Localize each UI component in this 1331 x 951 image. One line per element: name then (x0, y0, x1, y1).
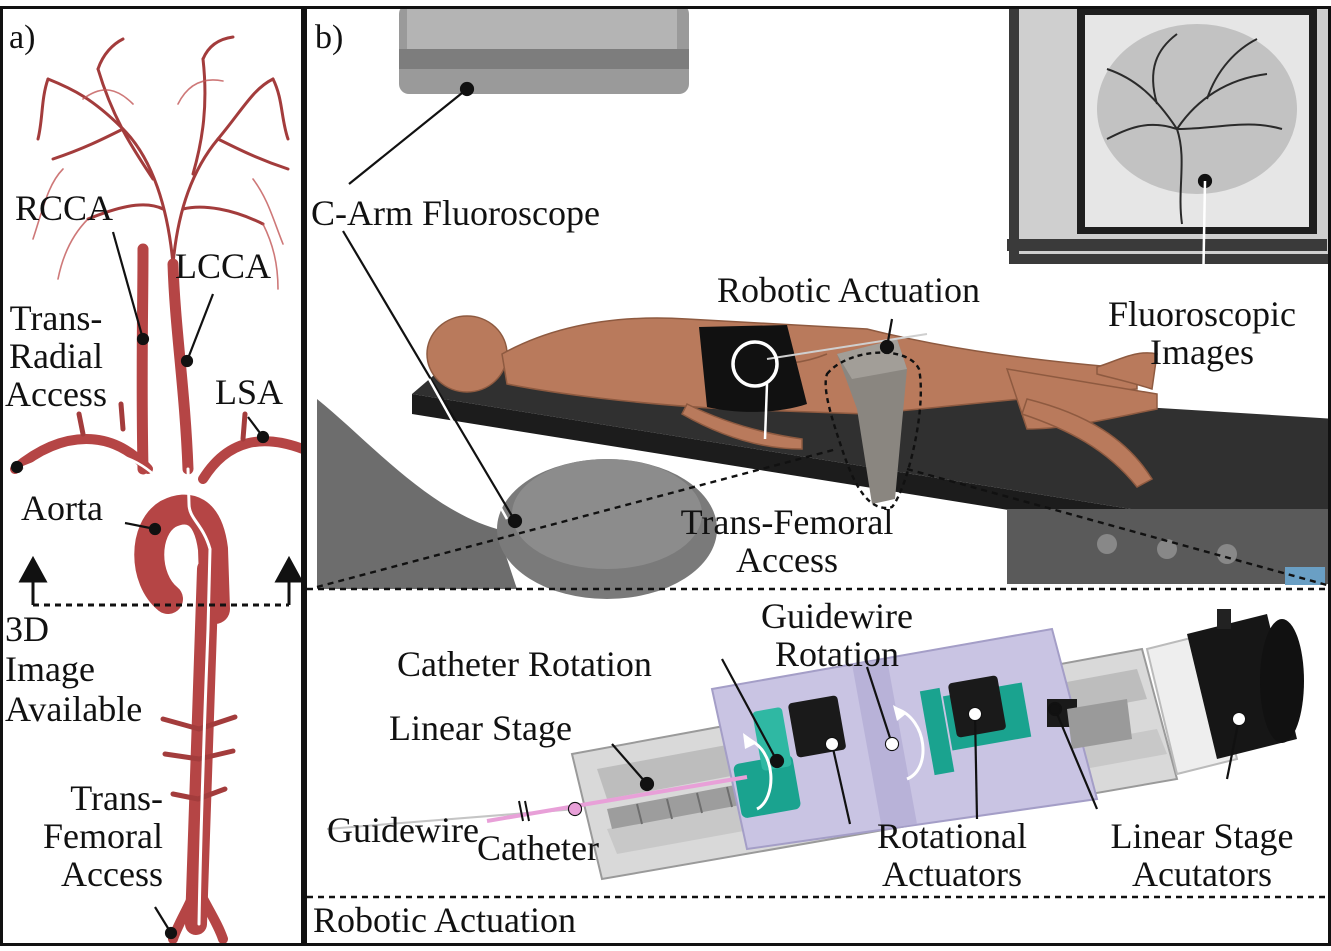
robot-device-inset (326, 609, 1304, 881)
procedure-room-scene (307, 9, 1328, 899)
image-3d-available-label: 3D Image Available (5, 609, 143, 729)
lcca-label: LCCA (175, 246, 272, 286)
panel-b: b) C-Arm Fluoroscope Robotic Actuation F… (304, 6, 1331, 946)
descending-aorta (185, 558, 219, 935)
catheter-rotation-label: Catheter Rotation (397, 644, 652, 684)
catheter-label: Catheter (477, 828, 599, 868)
trans-femoral-access-label-b: Trans-Femoral Access (680, 502, 894, 580)
guidewire-rotation-label: Guidewire Rotation (761, 596, 913, 674)
panel-b-tag: b) (315, 19, 344, 56)
panel-a: a) RCCA LCCA Trans- Radial Access LSA Ao… (0, 6, 304, 946)
linear-stage-label: Linear Stage (389, 708, 572, 748)
fluoroscopy-monitor (1007, 9, 1328, 264)
rotational-actuators-label: Rotational Actuators (877, 816, 1027, 894)
robotic-actuation-bottom-label: Robotic Actuation (313, 900, 576, 940)
rcca-label: RCCA (15, 188, 114, 228)
vascular-anatomy-illustration (10, 35, 301, 943)
c-arm-fluoroscope-label: C-Arm Fluoroscope (311, 193, 600, 233)
guidewire-label: Guidewire (327, 810, 479, 850)
trans-femoral-access-label-a: Trans- Femoral Access (43, 778, 163, 894)
right-subclavian-vessel (10, 434, 153, 474)
image-3d-boundary (18, 555, 301, 607)
inset-projection-lines (316, 447, 1328, 589)
aorta-label: Aorta (21, 488, 103, 528)
lsa-label: LSA (215, 372, 284, 412)
patient-body (426, 315, 1158, 488)
c-arm-detector (399, 9, 689, 94)
aortic-arch (134, 494, 230, 624)
robotic-actuation-top-label: Robotic Actuation (717, 270, 980, 310)
rcca-vessel (136, 243, 149, 475)
trans-radial-access-label: Trans- Radial Access (5, 298, 107, 414)
panel-a-tag: a) (9, 19, 36, 56)
fluoroscopic-images-label: Fluoroscopic Images (1108, 294, 1296, 372)
femoral-access-highlight (731, 340, 779, 388)
linear-stage-actuators-label: Linear Stage Acutators (1110, 816, 1294, 894)
lcca-vessel (167, 258, 194, 475)
cerebral-vessels (36, 35, 290, 266)
patient-underwear (699, 325, 807, 412)
catheter-path-white (186, 467, 212, 926)
c-arm-base (317, 399, 717, 599)
left-subclavian-vessel (198, 436, 301, 484)
